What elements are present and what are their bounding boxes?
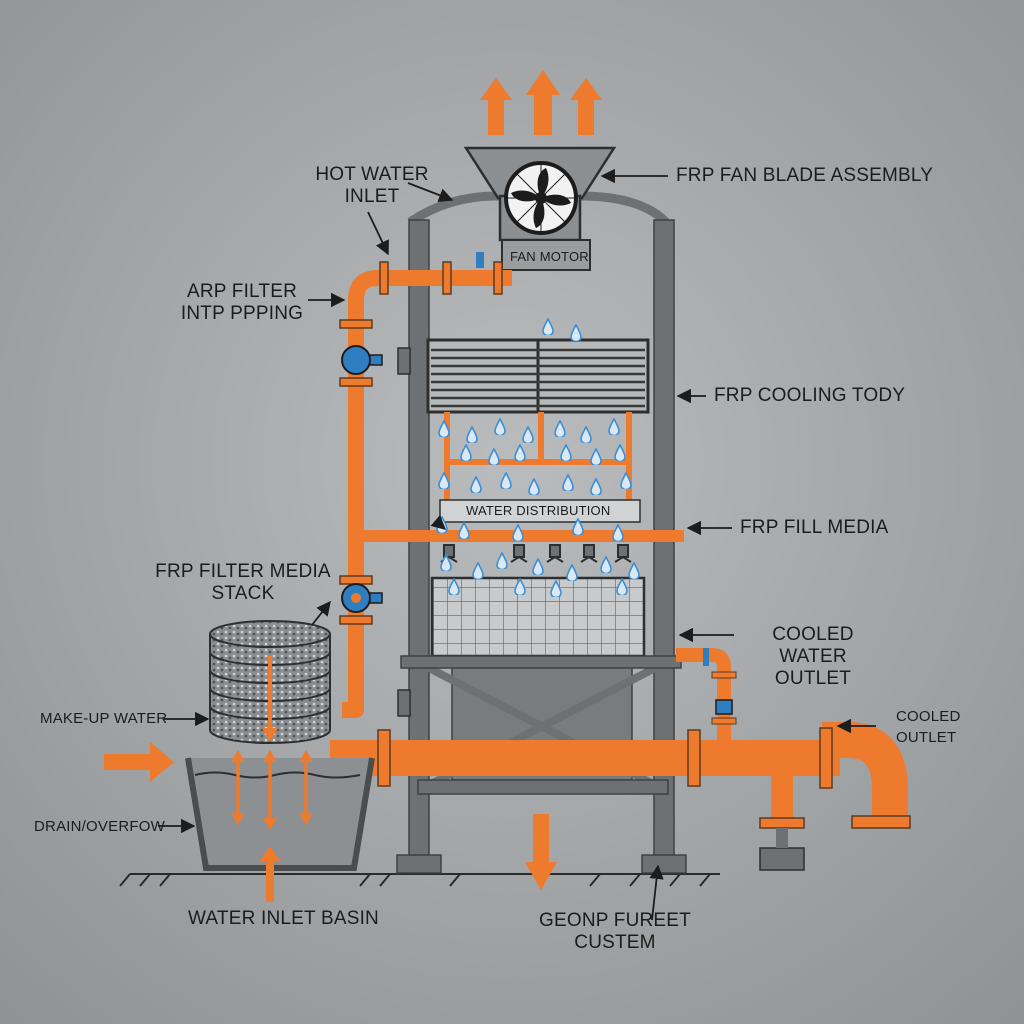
fan-icon: [504, 161, 578, 235]
inlet-elbow-valve-stem: [476, 252, 484, 268]
side-fittings: [397, 347, 411, 717]
basin-inlet-arrow: [259, 846, 281, 902]
valve-icon: [341, 583, 383, 613]
outlet-piping: [676, 648, 731, 740]
fill-media-label: FRP FILL MEDIA: [740, 517, 889, 538]
platform-beams: [400, 655, 682, 795]
leader-hot-water-inlet-arch: [407, 182, 454, 203]
leader-water-distribution: [430, 515, 447, 530]
exhaust-arrow: [526, 70, 560, 135]
leader-lines: [158, 168, 876, 921]
cooling-louvers: [426, 338, 650, 414]
outlet-valve-icon: [703, 648, 737, 725]
drain-overflow-label: DRAIN/OVERFOW: [34, 818, 165, 835]
leader-hot-water-inlet-pipe: [367, 211, 389, 256]
fill-media-grid: [430, 576, 646, 658]
water-inlet-basin-label: WATER INLET BASIN: [188, 908, 379, 929]
spray-nozzles: [440, 544, 632, 563]
leader-filter-stack: [311, 600, 331, 626]
distribution-frame: [444, 412, 632, 515]
cooling-body-label: FRP COOLING TODY: [714, 385, 906, 406]
basin-flow-arrows: [231, 750, 313, 830]
exhaust-arrow: [570, 78, 602, 135]
arp-filter-piping-label: ARP FILTER INTP PPPING: [180, 281, 304, 324]
ground-line: [119, 873, 720, 887]
exhaust-arrow: [480, 78, 512, 135]
discharge-down-arrow: [525, 814, 557, 890]
water-distribution-bar: [439, 499, 641, 523]
leader-ground-support: [649, 864, 664, 921]
exhaust-arrows: [480, 70, 602, 135]
fan-motor-label: FAN MOTOR: [510, 249, 589, 264]
fan-blade-assembly-label: FRP FAN BLADE ASSEMBLY: [676, 165, 934, 186]
pipe-flanges: [339, 261, 503, 625]
flow-arrows: [104, 742, 557, 902]
main-pipe: [330, 722, 911, 871]
water-inlet-basin: [185, 757, 375, 871]
valve-icon: [341, 345, 383, 375]
filter-media-stack-label: FRP FILTER MEDIA STACK: [155, 561, 331, 604]
hot-water-inlet-label: HOT WATER INLET: [315, 164, 429, 207]
make-up-water-label: MAKE-UP WATER: [40, 710, 168, 727]
cooled-outlet-label: COOLED OUTLET: [896, 708, 961, 746]
water-distribution-label: WATER DISTRIBUTION: [466, 503, 611, 518]
make-up-inflow-arrow: [104, 742, 174, 782]
cooled-water-outlet-label: COOLED WATER OUTLET: [772, 624, 854, 689]
fan-motor-box: [501, 239, 591, 271]
ground-support-label: GEONP FUREET CUSTEM: [539, 910, 691, 953]
filter-media-stack: [209, 620, 331, 744]
